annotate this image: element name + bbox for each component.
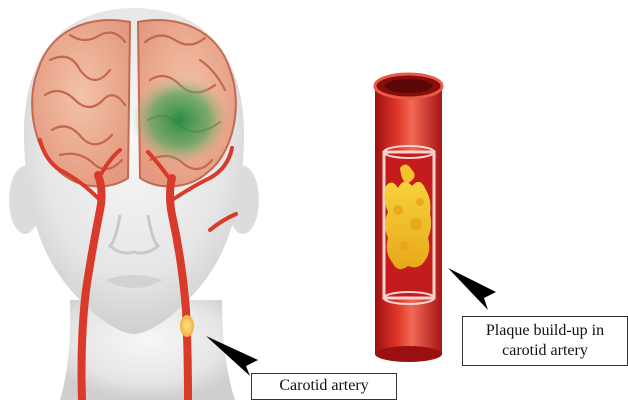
artery-cutaway [375, 74, 442, 362]
plaque-label: Plaque build-up in carotid artery [462, 316, 628, 366]
plaque-pointer-arrow [448, 268, 496, 310]
plaque-buildup [384, 181, 431, 269]
plaque-label-line1: Plaque build-up in [463, 321, 627, 341]
vessel-bottom [375, 346, 442, 362]
plaque-label-line2: carotid artery [463, 341, 627, 361]
carotid-plaque-spot [180, 315, 194, 337]
carotid-artery-label: Carotid artery [251, 373, 397, 400]
carotid-artery-label-text: Carotid artery [279, 377, 368, 394]
